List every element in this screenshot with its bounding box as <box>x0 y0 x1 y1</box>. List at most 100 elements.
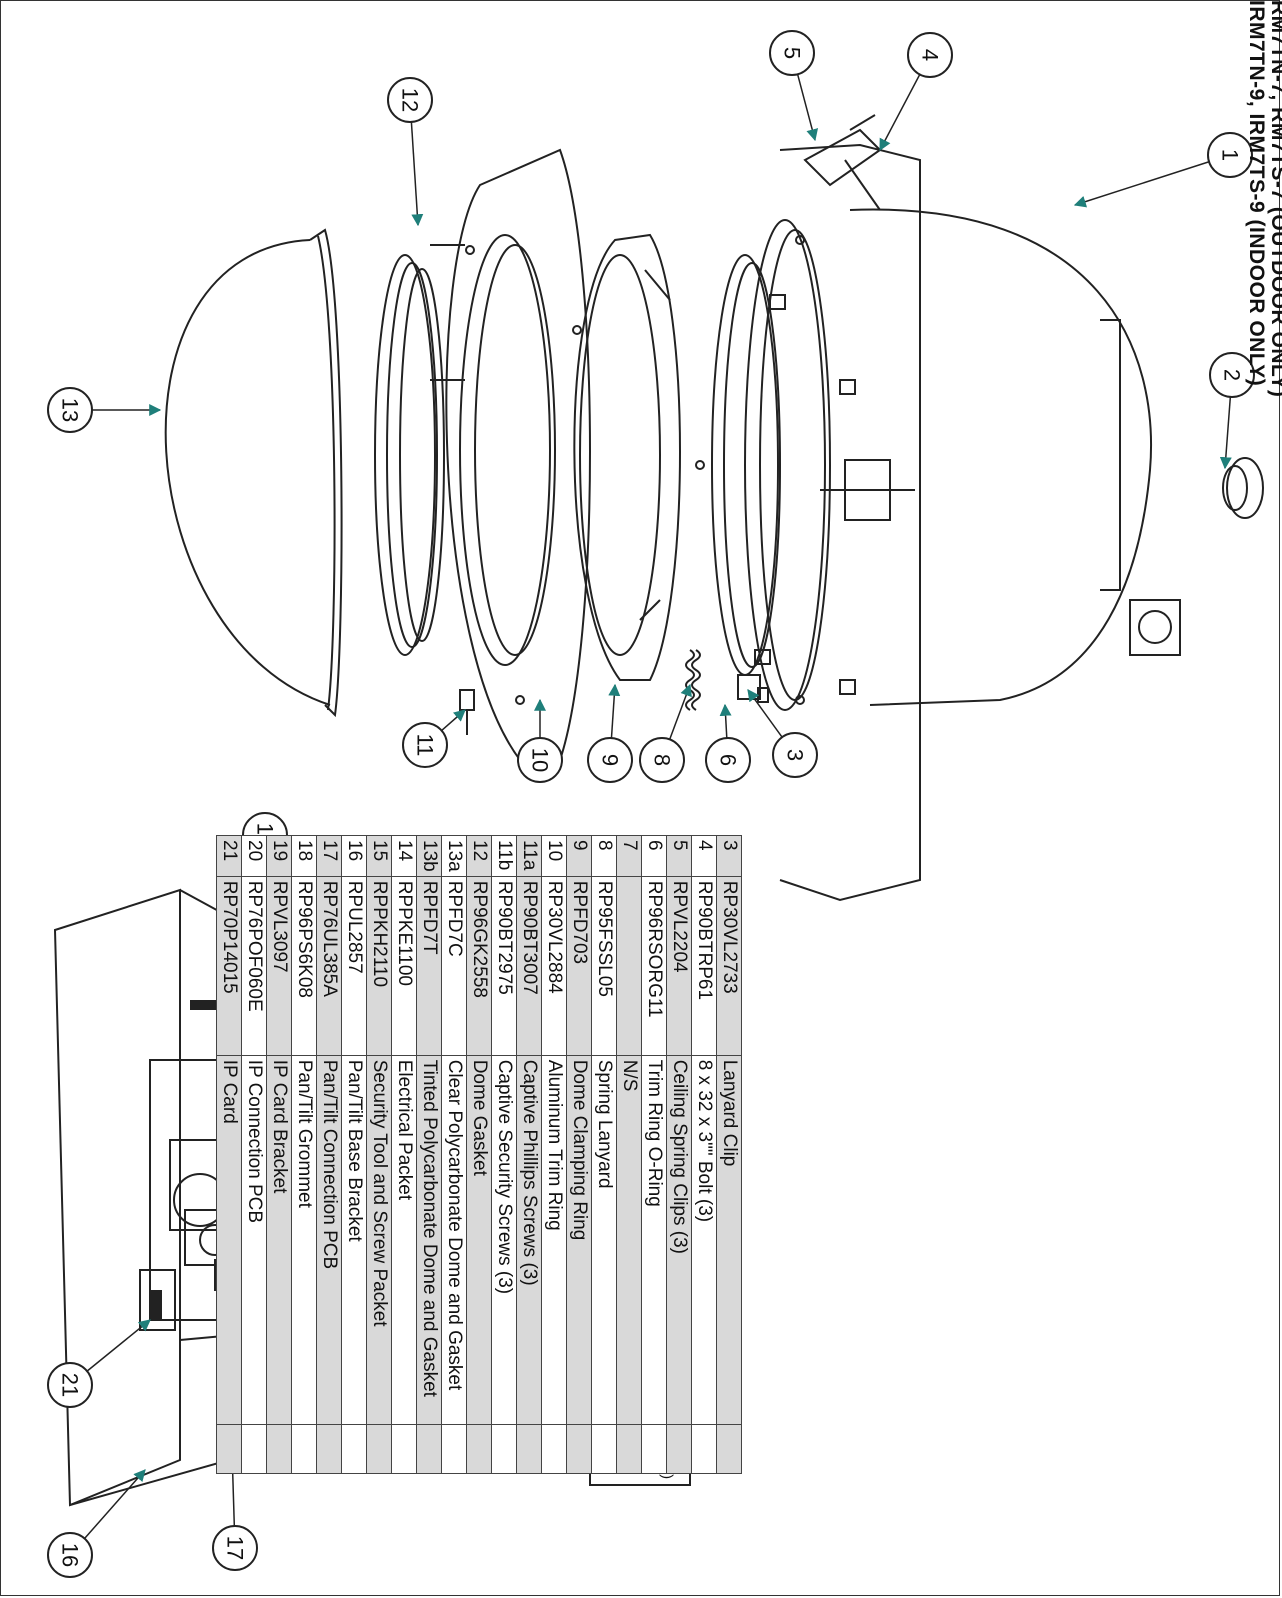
description-cell: IP Card <box>216 1055 242 1425</box>
part-number-cell <box>616 876 642 1056</box>
description-cell: IP Connection PCB <box>241 1055 267 1425</box>
part-number-cell: RPFD7C <box>441 876 467 1056</box>
description-cell: Ceiling Spring Clips (3) <box>666 1055 692 1425</box>
dome-gasket <box>374 254 445 656</box>
callout-leader <box>879 74 921 152</box>
callout-leader <box>719 703 732 739</box>
item-number-cell: 8 <box>591 835 617 877</box>
callout-number: 1 <box>1218 149 1243 161</box>
part-number-cell: RP76POF060E <box>241 876 267 1056</box>
part-number-cell: RPUL2857 <box>341 876 367 1056</box>
quantity-cell <box>341 1424 367 1474</box>
part-number-cell: RP90BT2975 <box>491 876 517 1056</box>
housing <box>695 143 1181 902</box>
part-number-cell: RPVL2204 <box>666 876 692 1056</box>
callout-leader <box>747 689 783 738</box>
part-number-cell: RPPKE1100 <box>391 876 417 1056</box>
callout-number: 5 <box>780 47 805 59</box>
callout-circle <box>907 32 953 78</box>
callout-circle <box>769 30 815 76</box>
description-cell: Pan/Tilt Connection PCB <box>316 1055 342 1425</box>
quantity-cell <box>466 1424 492 1474</box>
callout-leader <box>668 683 692 740</box>
callout-8: 8 <box>639 683 692 783</box>
callout-circle <box>639 737 685 783</box>
description-cell: Dome Clamping Ring <box>566 1055 592 1425</box>
callout-circle <box>47 1532 93 1578</box>
callout-number: 12 <box>398 88 423 112</box>
quantity-cell <box>516 1424 542 1474</box>
callout-leader <box>83 1469 146 1539</box>
callout-circle <box>587 737 633 783</box>
dome-clamping-ring <box>573 233 681 681</box>
quantity-cell <box>616 1424 642 1474</box>
title-line-1: RM7TN-7, RM7TS-7 (OUTDOOR ONLY) <box>1267 0 1282 398</box>
item-number-cell: 3 <box>716 835 742 877</box>
callout-leader <box>441 709 466 732</box>
callout-leader <box>1219 396 1232 470</box>
item-number-cell: 21 <box>216 835 242 877</box>
part-number-cell: RPPKH2110 <box>366 876 392 1056</box>
callout-5: 5 <box>769 30 819 142</box>
callout-circle <box>402 722 448 768</box>
callout-number: 21 <box>58 1373 83 1397</box>
callout-number: 6 <box>716 754 741 766</box>
part-number-cell: RPVL3097 <box>266 876 292 1056</box>
callout-circle <box>705 737 751 783</box>
callout-circle <box>772 732 818 778</box>
title-line-2: IRM7TN-9, IRM7TS-9 (INDOOR ONLY) <box>1245 0 1268 387</box>
item-number-cell: 19 <box>266 835 292 877</box>
part-number-cell: RP90BT3007 <box>516 876 542 1056</box>
callout-circle <box>517 737 563 783</box>
captive-screw <box>459 689 475 735</box>
callout-9: 9 <box>587 683 633 783</box>
callout-4: 4 <box>879 32 953 152</box>
quantity-cell <box>666 1424 692 1474</box>
callout-number: 4 <box>918 49 943 61</box>
item-number-cell: 16 <box>341 835 367 877</box>
part-number-cell: RP76UL385A <box>316 876 342 1056</box>
callout-2: 2 <box>1209 352 1255 470</box>
grommet <box>1222 457 1264 519</box>
callout-leader <box>1073 161 1210 208</box>
quantity-cell <box>441 1424 467 1474</box>
part-number-cell: RP90BTRP61 <box>691 876 717 1056</box>
callout-number: 3 <box>783 749 808 761</box>
item-number-cell: 11a <box>516 835 542 877</box>
part-number-cell: RP30VL2733 <box>716 876 742 1056</box>
description-cell: Security Tool and Screw Packet <box>366 1055 392 1425</box>
description-cell: Captive Security Screws (3) <box>491 1055 517 1425</box>
item-number-cell: 9 <box>566 835 592 877</box>
part-number-cell: RP70P14015 <box>216 876 242 1056</box>
callout-leader <box>86 1319 151 1372</box>
item-number-cell: 12 <box>466 835 492 877</box>
description-cell: Lanyard Clip <box>716 1055 742 1425</box>
part-number-cell: RP96GK2558 <box>466 876 492 1056</box>
spring-lanyard <box>685 649 701 711</box>
callout-circle <box>387 77 433 123</box>
callout-11: 11 <box>402 709 466 768</box>
quantity-cell <box>716 1424 742 1474</box>
item-number-cell: 13a <box>441 835 467 877</box>
item-number-cell: 17 <box>316 835 342 877</box>
description-cell: Spring Lanyard <box>591 1055 617 1425</box>
description-cell: 8 x 32 x 3"" Bolt (3) <box>691 1055 717 1425</box>
description-cell: Dome Gasket <box>466 1055 492 1425</box>
description-cell: IP Card Bracket <box>266 1055 292 1425</box>
callout-1: 1 <box>1073 132 1253 208</box>
